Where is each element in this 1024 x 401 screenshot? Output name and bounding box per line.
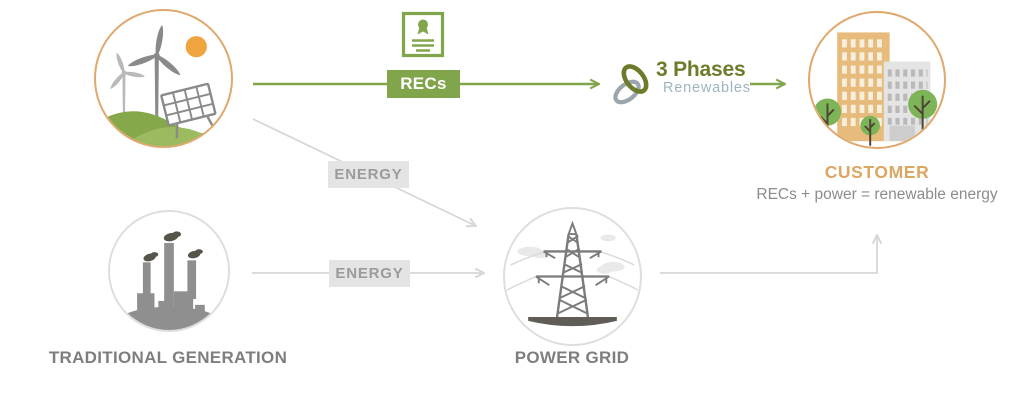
factory-icon <box>120 231 218 330</box>
power-grid-node <box>503 207 642 346</box>
rec-certificate-icon <box>401 11 445 58</box>
brand-logo: 3 Phases Renewables <box>610 59 751 111</box>
recs-flow-label: RECs <box>387 70 460 98</box>
brand-subname: Renewables <box>663 80 751 96</box>
customer-node <box>808 11 946 149</box>
energy-flow-label-bottom: ENERGY <box>329 260 410 287</box>
customer-subtitle: RECs + power = renewable energy <box>756 186 998 203</box>
power-grid-label: POWER GRID <box>514 348 630 367</box>
brand-logo-icon <box>613 64 649 105</box>
brand-name: 3 Phases <box>656 58 746 81</box>
traditional-generation-node <box>108 210 230 332</box>
wind-solar-icon <box>96 24 231 146</box>
city-buildings-icon <box>813 32 938 147</box>
transmission-tower-icon <box>506 220 639 327</box>
traditional-generation-label: TRADITIONAL GENERATION <box>48 348 288 367</box>
energy-flow-label-top: ENERGY <box>328 161 409 188</box>
grid-to-customer-arrow <box>660 235 877 274</box>
renewable-generation-node <box>94 9 233 148</box>
customer-label: CUSTOMER <box>824 162 930 182</box>
